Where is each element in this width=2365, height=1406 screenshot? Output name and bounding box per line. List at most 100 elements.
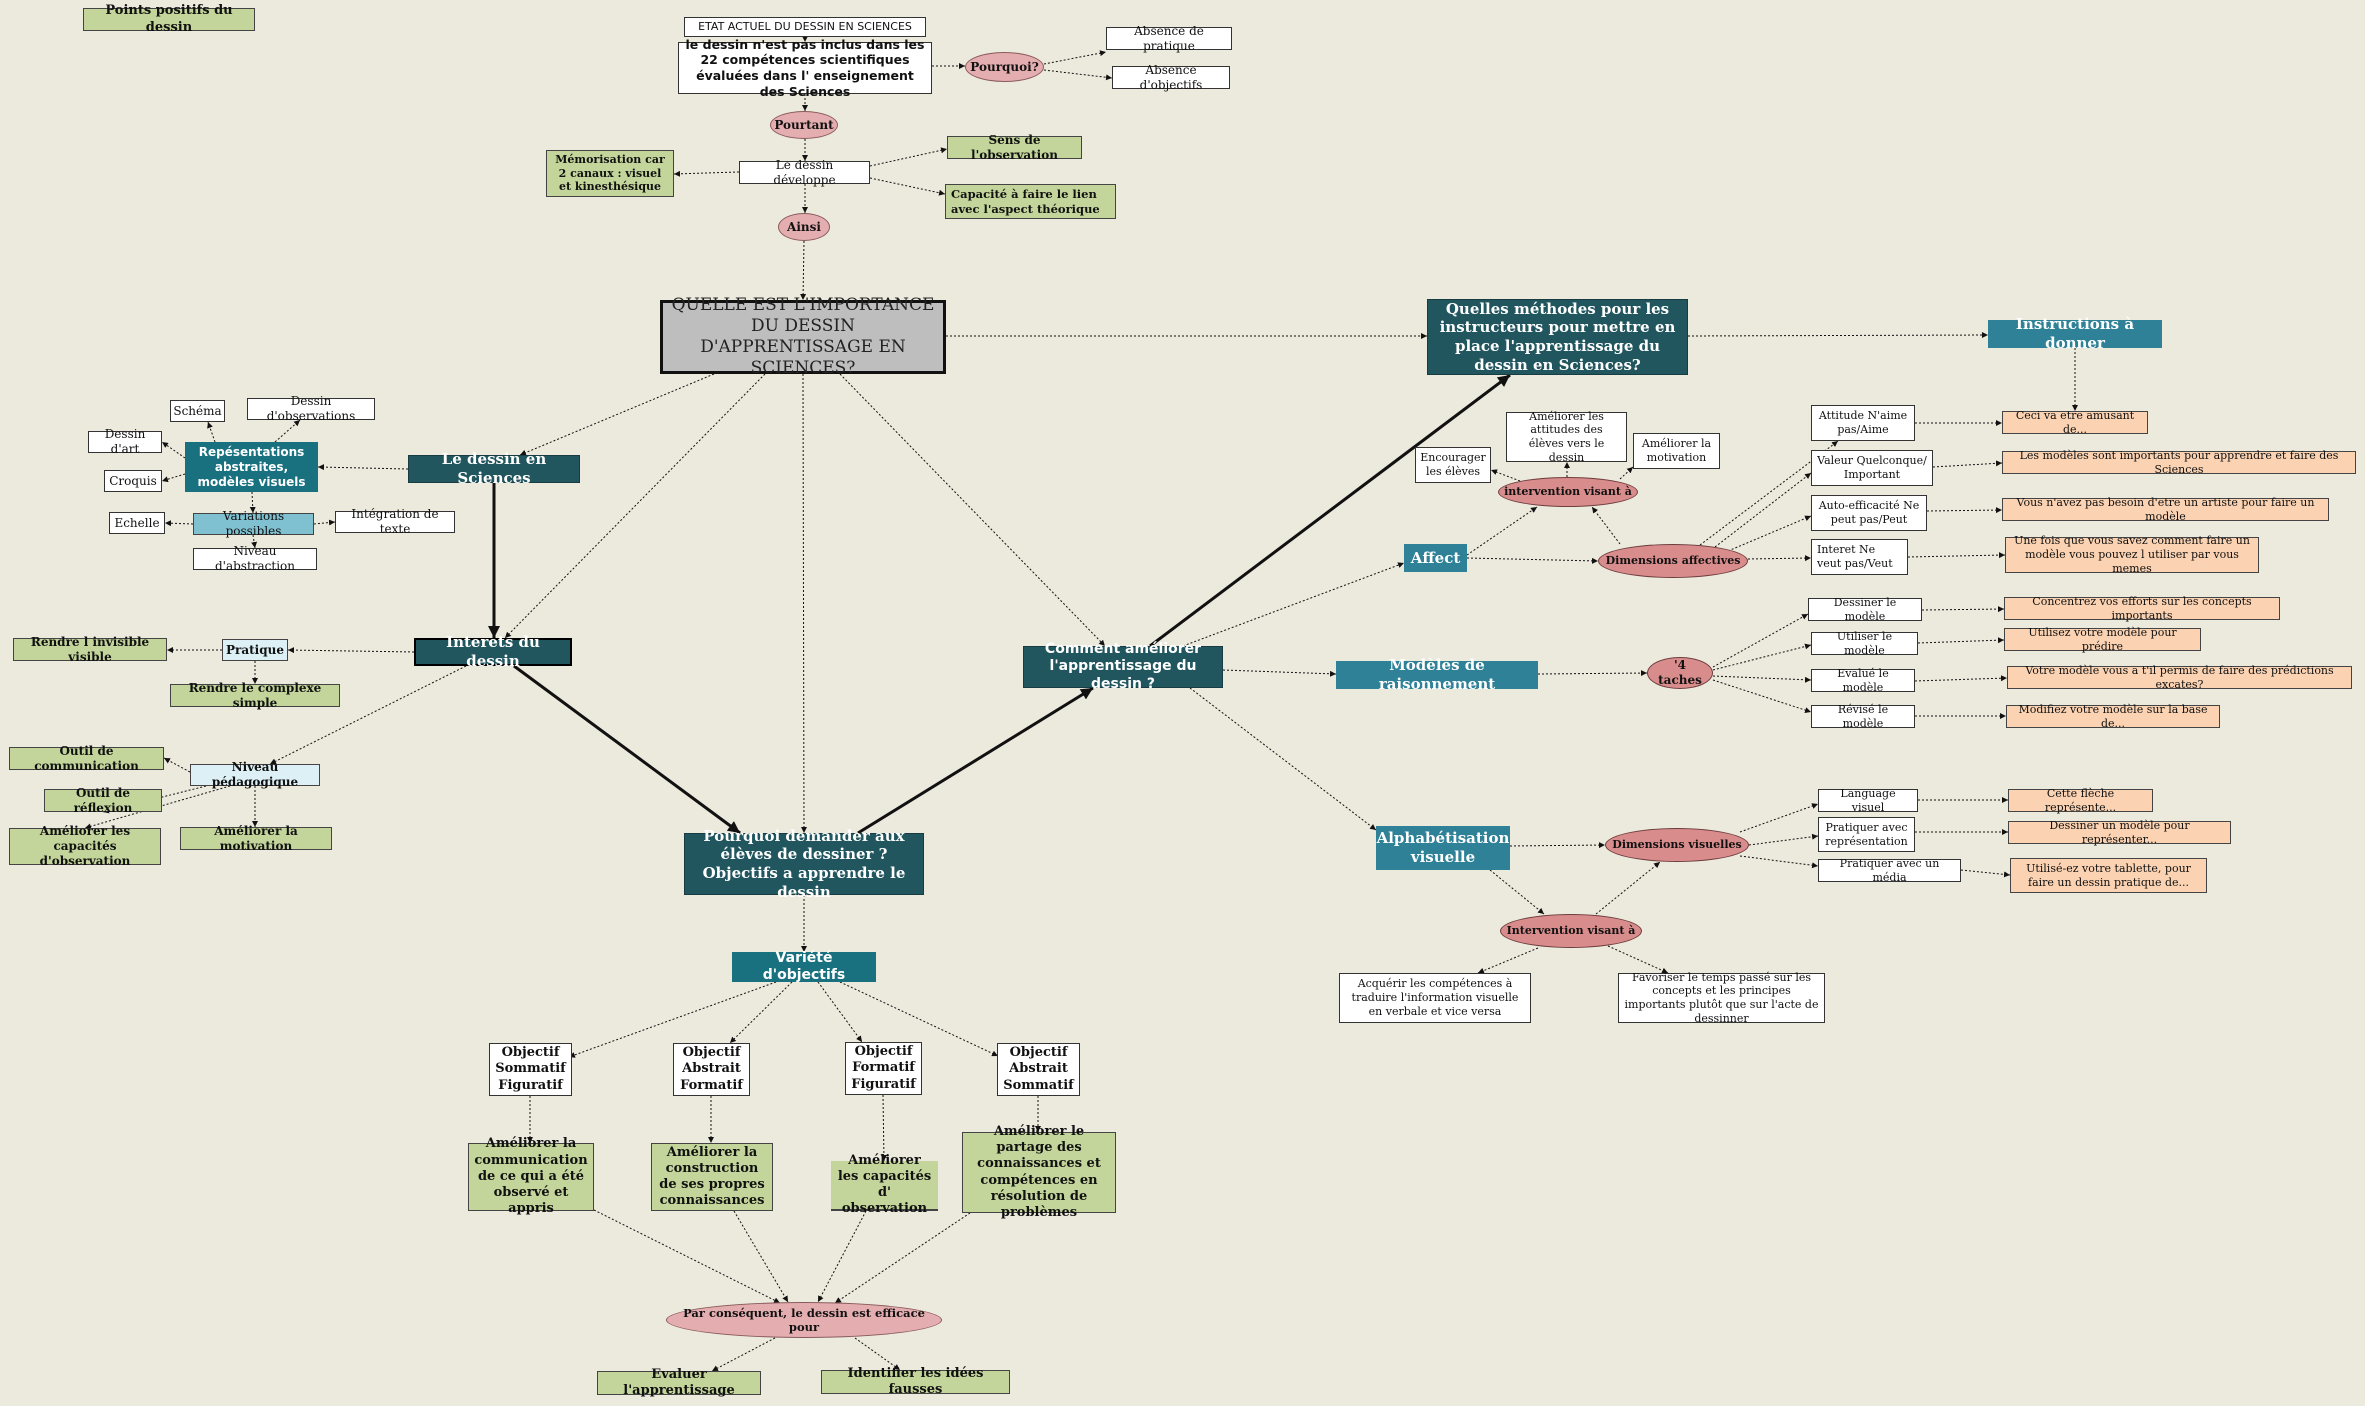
connector-line [817,981,863,1043]
connector-line [1537,670,1648,677]
niveau-pedagogique-node: Niveau pédagogique [190,760,320,789]
connector-line [1149,373,1511,648]
objectif-formatif-figuratif-node: Objectif Formatif Figuratif [845,1042,922,1095]
connector-line [1490,469,1521,482]
objectif-abstrait-formatif-node: Objectif Abstrait Formatif [673,1043,750,1096]
connector-line [869,147,948,167]
ameliorer-motivation-affect-node: Améliorer la motivation [1633,433,1720,469]
outil-communication-node: Outil de communication [9,744,164,773]
revise-modele-node: Révisé le modèle [1811,703,1915,730]
connector-line [1926,507,2003,514]
encourager-node: Encourager les élèves [1415,447,1491,483]
connector-line [1739,855,1819,869]
objectif-abstrait-sommatif-node: Objectif Abstrait Sommatif [997,1043,1080,1096]
evalue-modele-node: Evalué le modèle [1811,667,1915,694]
connector-line [834,1212,971,1304]
echelle-node: Echelle [109,512,165,534]
interet-node: Interet Ne veut pas/Veut [1811,539,1908,575]
resultat-partage-node: Améliorer le partage des connaissances e… [962,1124,1116,1220]
objectif-sommatif-figuratif-node: Objectif Sommatif Figuratif [489,1043,572,1096]
ceci-amusant-node: Ceci va etre amusant de... [2002,409,2148,436]
etat-actuel-node: ETAT ACTUEL DU DESSIN EN SCIENCES [684,17,926,37]
connector-line [207,421,216,443]
ameliorer-observation-node: Améliorer les capacités d'observation [9,824,161,868]
resultat-construction-node: Améliorer la construction de ses propres… [651,1143,773,1211]
connector-line [733,1210,789,1303]
connector-line [1509,842,1606,849]
schema-node: Schéma [170,400,225,422]
rendre-complexe-node: Rendre le complexe simple [170,681,340,710]
connector-line [1739,803,1819,833]
acquerir-node: Acquérir les compétences à traduire l'in… [1339,973,1531,1023]
connector-line [1607,945,1669,974]
connector-line [1466,506,1538,556]
ameliorer-motivation-node: Améliorer la motivation [180,824,332,853]
pratiquer-representation-node: Pratiquer avec représentation [1818,817,1915,852]
modeles-raisonnement-node: Modèles de raisonnement [1336,656,1538,693]
valeur-node: Valeur Quelconque/ Important [1811,450,1933,486]
attitude-node: Attitude N'aime pas/Aime [1811,405,1915,441]
quelles-methodes-node: Quelles méthodes pour les instructeurs p… [1427,299,1688,375]
niveau-abstraction-node: Niveau d'abstraction [193,544,317,573]
rendre-invisible-node: Rendre l invisible visible [13,635,167,664]
integration-texte-node: Intégration de texte [335,507,455,536]
capacite-lien-node: Capacité à faire le lien avec l'aspect t… [945,184,1116,219]
connector-line [1748,833,1819,846]
memorisation-node: Mémorisation car 2 canaux : visuel et ki… [546,150,674,197]
connector-line [1591,506,1621,545]
dessin-observations-node: Dessin d'observations [247,394,375,423]
pratiquer-media-node: Pratiquer avec un média [1818,857,1961,884]
connector-line [313,519,336,526]
connector-line [161,473,186,483]
connector-line [1466,557,1599,564]
connector-line [249,491,256,514]
pas-besoin-artiste-node: Vous n'avez pas besoin d'etre un artiste… [2002,496,2329,523]
instructions-node: Instructions à donner [1988,315,2162,352]
points-positifs-label: Points positifs du dessin [83,3,255,35]
connector-line [1747,555,1812,562]
connector-line [1189,687,1377,831]
connector-line [869,177,946,196]
connector-line [839,981,999,1057]
utilisez-predire-node: Utilisez votre modèle pour prédire [2004,626,2201,653]
alphabetisation-node: Alphabétisation visuelle [1376,826,1510,870]
interets-node: Interets du dessin [414,633,572,670]
evaluer-node: Evaluer l'apprentissage [597,1367,761,1398]
identifier-node: Identifier les idées fausses [821,1366,1010,1397]
connector-line [1182,562,1405,647]
language-visuel-node: Language visuel [1818,787,1918,814]
connector-line [513,664,741,835]
dessiner-representer-node: Dessiner un modèle pour représenter... [2008,819,2231,846]
quatre-taches-ellipse: '4 taches [1647,657,1713,689]
dessin-en-sciences-node: Le dessin en Sciences [408,450,580,487]
connector-line [1619,466,1634,480]
outil-reflexion-node: Outil de réflexion [44,786,162,815]
pourtant-ellipse: Pourtant [770,111,838,139]
connector-line [839,373,1106,647]
modifiez-node: Modifiez votre modèle sur la base de... [2006,703,2220,730]
connector-line [1222,669,1337,677]
question-centrale-node: QUELLE EST L'IMPORTANCE DU DESSIN D'APPR… [660,295,946,378]
connector-line [84,785,231,830]
connector-line [800,373,807,834]
connector-line [854,1337,901,1371]
connector-line [1714,472,1812,548]
dessin-developpe-node: Le dessin développe [739,158,870,187]
dimensions-visuelles-ellipse: Dimensions visuelles [1605,828,1749,862]
une-fois-node: Une fois que vous savez comment faire un… [2005,534,2259,575]
connector-line [1921,606,2005,613]
favoriser-node: Favoriser le temps passé sur les concept… [1618,971,1825,1025]
connector-line [269,665,467,765]
connector-line [163,757,191,773]
affect-node: Affect [1404,544,1467,572]
votre-modele-predictions-node: Votre modèle vous a t'il permis de faire… [2007,664,2352,691]
representations-node: Repésentations abstraites, modèles visue… [185,442,318,492]
connector-line [1960,869,2011,878]
cette-fleche-node: Cette flèche représente... [2008,787,2153,814]
connector-line [593,1209,781,1304]
dimensions-affectives-ellipse: Dimensions affectives [1598,544,1748,578]
connector-line [274,419,301,443]
pourquoi-ellipse: Pourquoi? [965,52,1044,82]
connector-line [673,170,740,177]
connector-line [1907,552,2006,559]
